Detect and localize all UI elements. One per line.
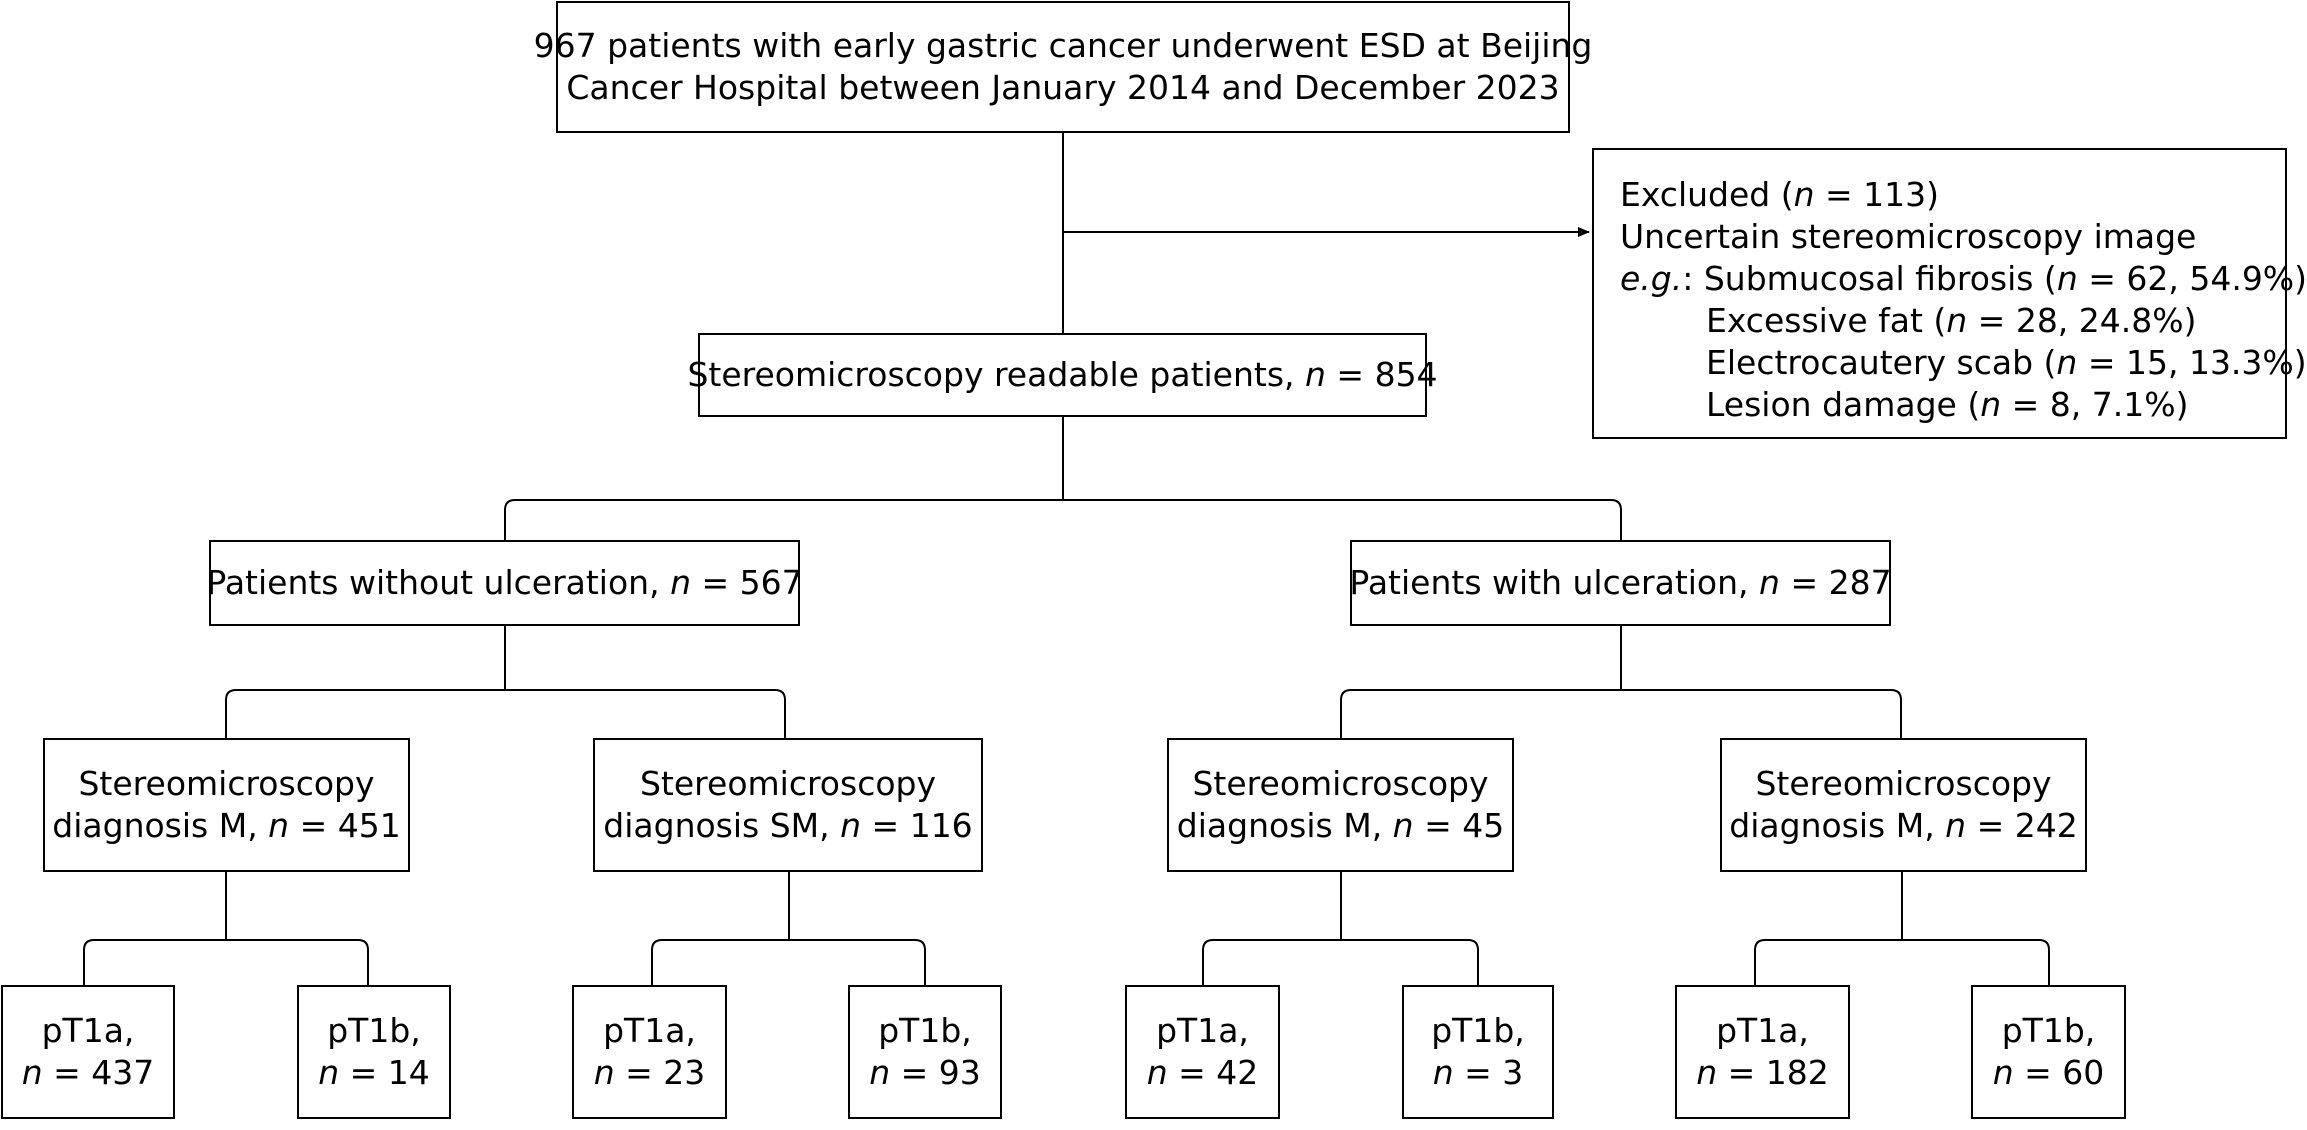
pt-stage-label: pT1b, (1431, 1011, 1525, 1050)
pt-result-box: pT1a, n = 182 (1675, 985, 1850, 1119)
diagnosis-line-1: Stereomicroscopy (78, 764, 375, 803)
pt-count: n = 3 (1432, 1053, 1524, 1092)
pt-count: n = 93 (869, 1053, 981, 1092)
diagnosis-line-1: Stereomicroscopy (1192, 764, 1489, 803)
readable-patients-label: Stereomicroscopy readable patients, n = … (687, 355, 1438, 394)
pt-result-box: pT1b, n = 93 (848, 985, 1002, 1119)
enrollment-line-2: Cancer Hospital between January 2014 and… (566, 68, 1560, 107)
pt-count: n = 182 (1696, 1053, 1829, 1092)
diagnosis-box: Stereomicroscopy diagnosis M, n = 242 (1720, 738, 2087, 872)
excluded-box: Excluded (n = 113) Uncertain stereomicro… (1592, 148, 2307, 439)
excluded-excessive-fat: Excessive fat (n = 28, 24.8%) (1706, 301, 2197, 340)
excluded-total: Excluded (n = 113) (1620, 175, 1940, 214)
excluded-lesion-damage: Lesion damage (n = 8, 7.1%) (1706, 385, 2189, 424)
with-ulceration-box: Patients with ulceration, n = 287 (1349, 540, 1892, 626)
excluded-submucosal-fibrosis: e.g.: Submucosal fibrosis (n = 62, 54.9%… (1620, 259, 2307, 298)
diagnosis-line-1: Stereomicroscopy (639, 764, 937, 803)
pt-stage-label: pT1b, (327, 1011, 421, 1050)
pt-stage-label: pT1a, (1156, 1011, 1249, 1050)
pt-stage-label: pT1b, (878, 1011, 972, 1050)
diagnosis-line-2: diagnosis M, n = 242 (1729, 806, 2078, 845)
excluded-electrocautery-scab: Electrocautery scab (n = 15, 13.3%) (1706, 343, 2307, 382)
enrollment-line-1: 967 patients with early gastric cancer u… (533, 26, 1593, 65)
pt-result-box: pT1b, n = 3 (1402, 985, 1554, 1119)
pt-result-box: pT1b, n = 14 (297, 985, 451, 1119)
pt-count: n = 42 (1146, 1053, 1259, 1092)
enrollment-box: 967 patients with early gastric cancer u… (534, 1, 1592, 133)
pt-result-box: pT1a, n = 42 (1125, 985, 1280, 1119)
diagnosis-box: Stereomicroscopy diagnosis SM, n = 116 (593, 738, 983, 872)
pt-count: n = 60 (1992, 1053, 2105, 1092)
pt-stage-label: pT1b, (2001, 1011, 2096, 1050)
without-ulceration-label: Patients without ulceration, n = 567 (206, 563, 803, 602)
diagnosis-box: Stereomicroscopy diagnosis M, n = 45 (1167, 738, 1514, 872)
excluded-reason: Uncertain stereomicroscopy image (1620, 217, 2197, 256)
with-ulceration-label: Patients with ulceration, n = 287 (1349, 563, 1892, 602)
pt-count: n = 437 (21, 1053, 155, 1092)
pt-stage-label: pT1a, (1716, 1011, 1809, 1050)
diagnosis-box: Stereomicroscopy diagnosis M, n = 451 (43, 738, 410, 872)
pt-stage-label: pT1a, (41, 1011, 135, 1050)
diagnosis-line-2: diagnosis M, n = 45 (1176, 806, 1505, 845)
readable-patients-box: Stereomicroscopy readable patients, n = … (687, 333, 1438, 417)
without-ulceration-box: Patients without ulceration, n = 567 (206, 540, 803, 626)
pt-stage-label: pT1a, (603, 1011, 696, 1050)
diagnosis-line-1: Stereomicroscopy (1755, 764, 2052, 803)
pt-count: n = 14 (318, 1053, 430, 1092)
pt-result-box: pT1b, n = 60 (1971, 985, 2126, 1119)
pt-result-box: pT1a, n = 23 (572, 985, 727, 1119)
diagnosis-line-2: diagnosis M, n = 451 (52, 806, 401, 845)
pt-result-box: pT1a, n = 437 (1, 985, 175, 1119)
diagnosis-line-2: diagnosis SM, n = 116 (603, 806, 973, 845)
pt-count: n = 23 (593, 1053, 706, 1092)
